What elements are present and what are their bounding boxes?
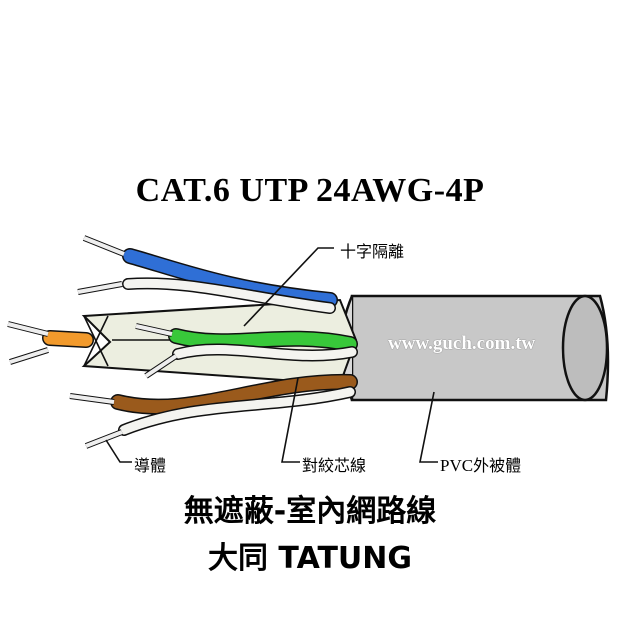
label-conductor: 導體 <box>134 456 167 475</box>
blue-pair <box>77 235 338 314</box>
brown-conductor-b-fill <box>85 430 123 448</box>
website-watermark: www.guch.com.tw <box>388 333 536 354</box>
pvc-jacket <box>339 294 610 402</box>
label-pvc-prefix: PVC <box>440 456 474 475</box>
orange-pair <box>7 321 94 365</box>
subtitle-line2: 大同 TATUNG <box>207 541 413 576</box>
orange-conductor-a-fill <box>7 322 49 336</box>
green-white-wire-fill <box>173 345 357 360</box>
orange-conductor-b-fill <box>9 348 49 364</box>
green-conductor-a-fill <box>135 324 173 336</box>
orange-wire-fill <box>43 331 93 347</box>
label-pvc-jacket: PVC外被體 <box>440 452 521 476</box>
brown-wire-fill <box>111 375 357 414</box>
blue-white-wire-fill <box>123 278 335 313</box>
subtitle-line1: 無遮蔽-室內網路線 <box>183 494 437 529</box>
brown-conductor-a-fill <box>69 394 115 404</box>
blue-conductor-a-fill <box>83 236 125 256</box>
leader-twisted-pairs <box>281 377 300 463</box>
leader-cross-separator <box>243 247 334 327</box>
label-cross-separator: 十字隔離 <box>340 242 405 261</box>
leader-lines <box>105 247 438 463</box>
leader-pvc-jacket <box>419 391 438 463</box>
green-conductor-b-fill <box>144 354 178 378</box>
green-wire-fill <box>169 329 357 351</box>
label-pvc-suffix: 外被體 <box>473 456 522 475</box>
leader-conductor <box>105 439 132 463</box>
green-pair <box>135 323 358 379</box>
jacket-end-cap <box>561 294 609 402</box>
blue-conductor-b-fill <box>77 282 123 294</box>
blue-wire-fill <box>123 249 337 307</box>
label-twisted-pairs: 對絞芯線 <box>302 456 367 475</box>
cable-title: CAT.6 UTP 24AWG-4P <box>135 172 485 209</box>
brown-pair <box>69 373 358 449</box>
brown-white-wire-fill <box>119 387 355 435</box>
